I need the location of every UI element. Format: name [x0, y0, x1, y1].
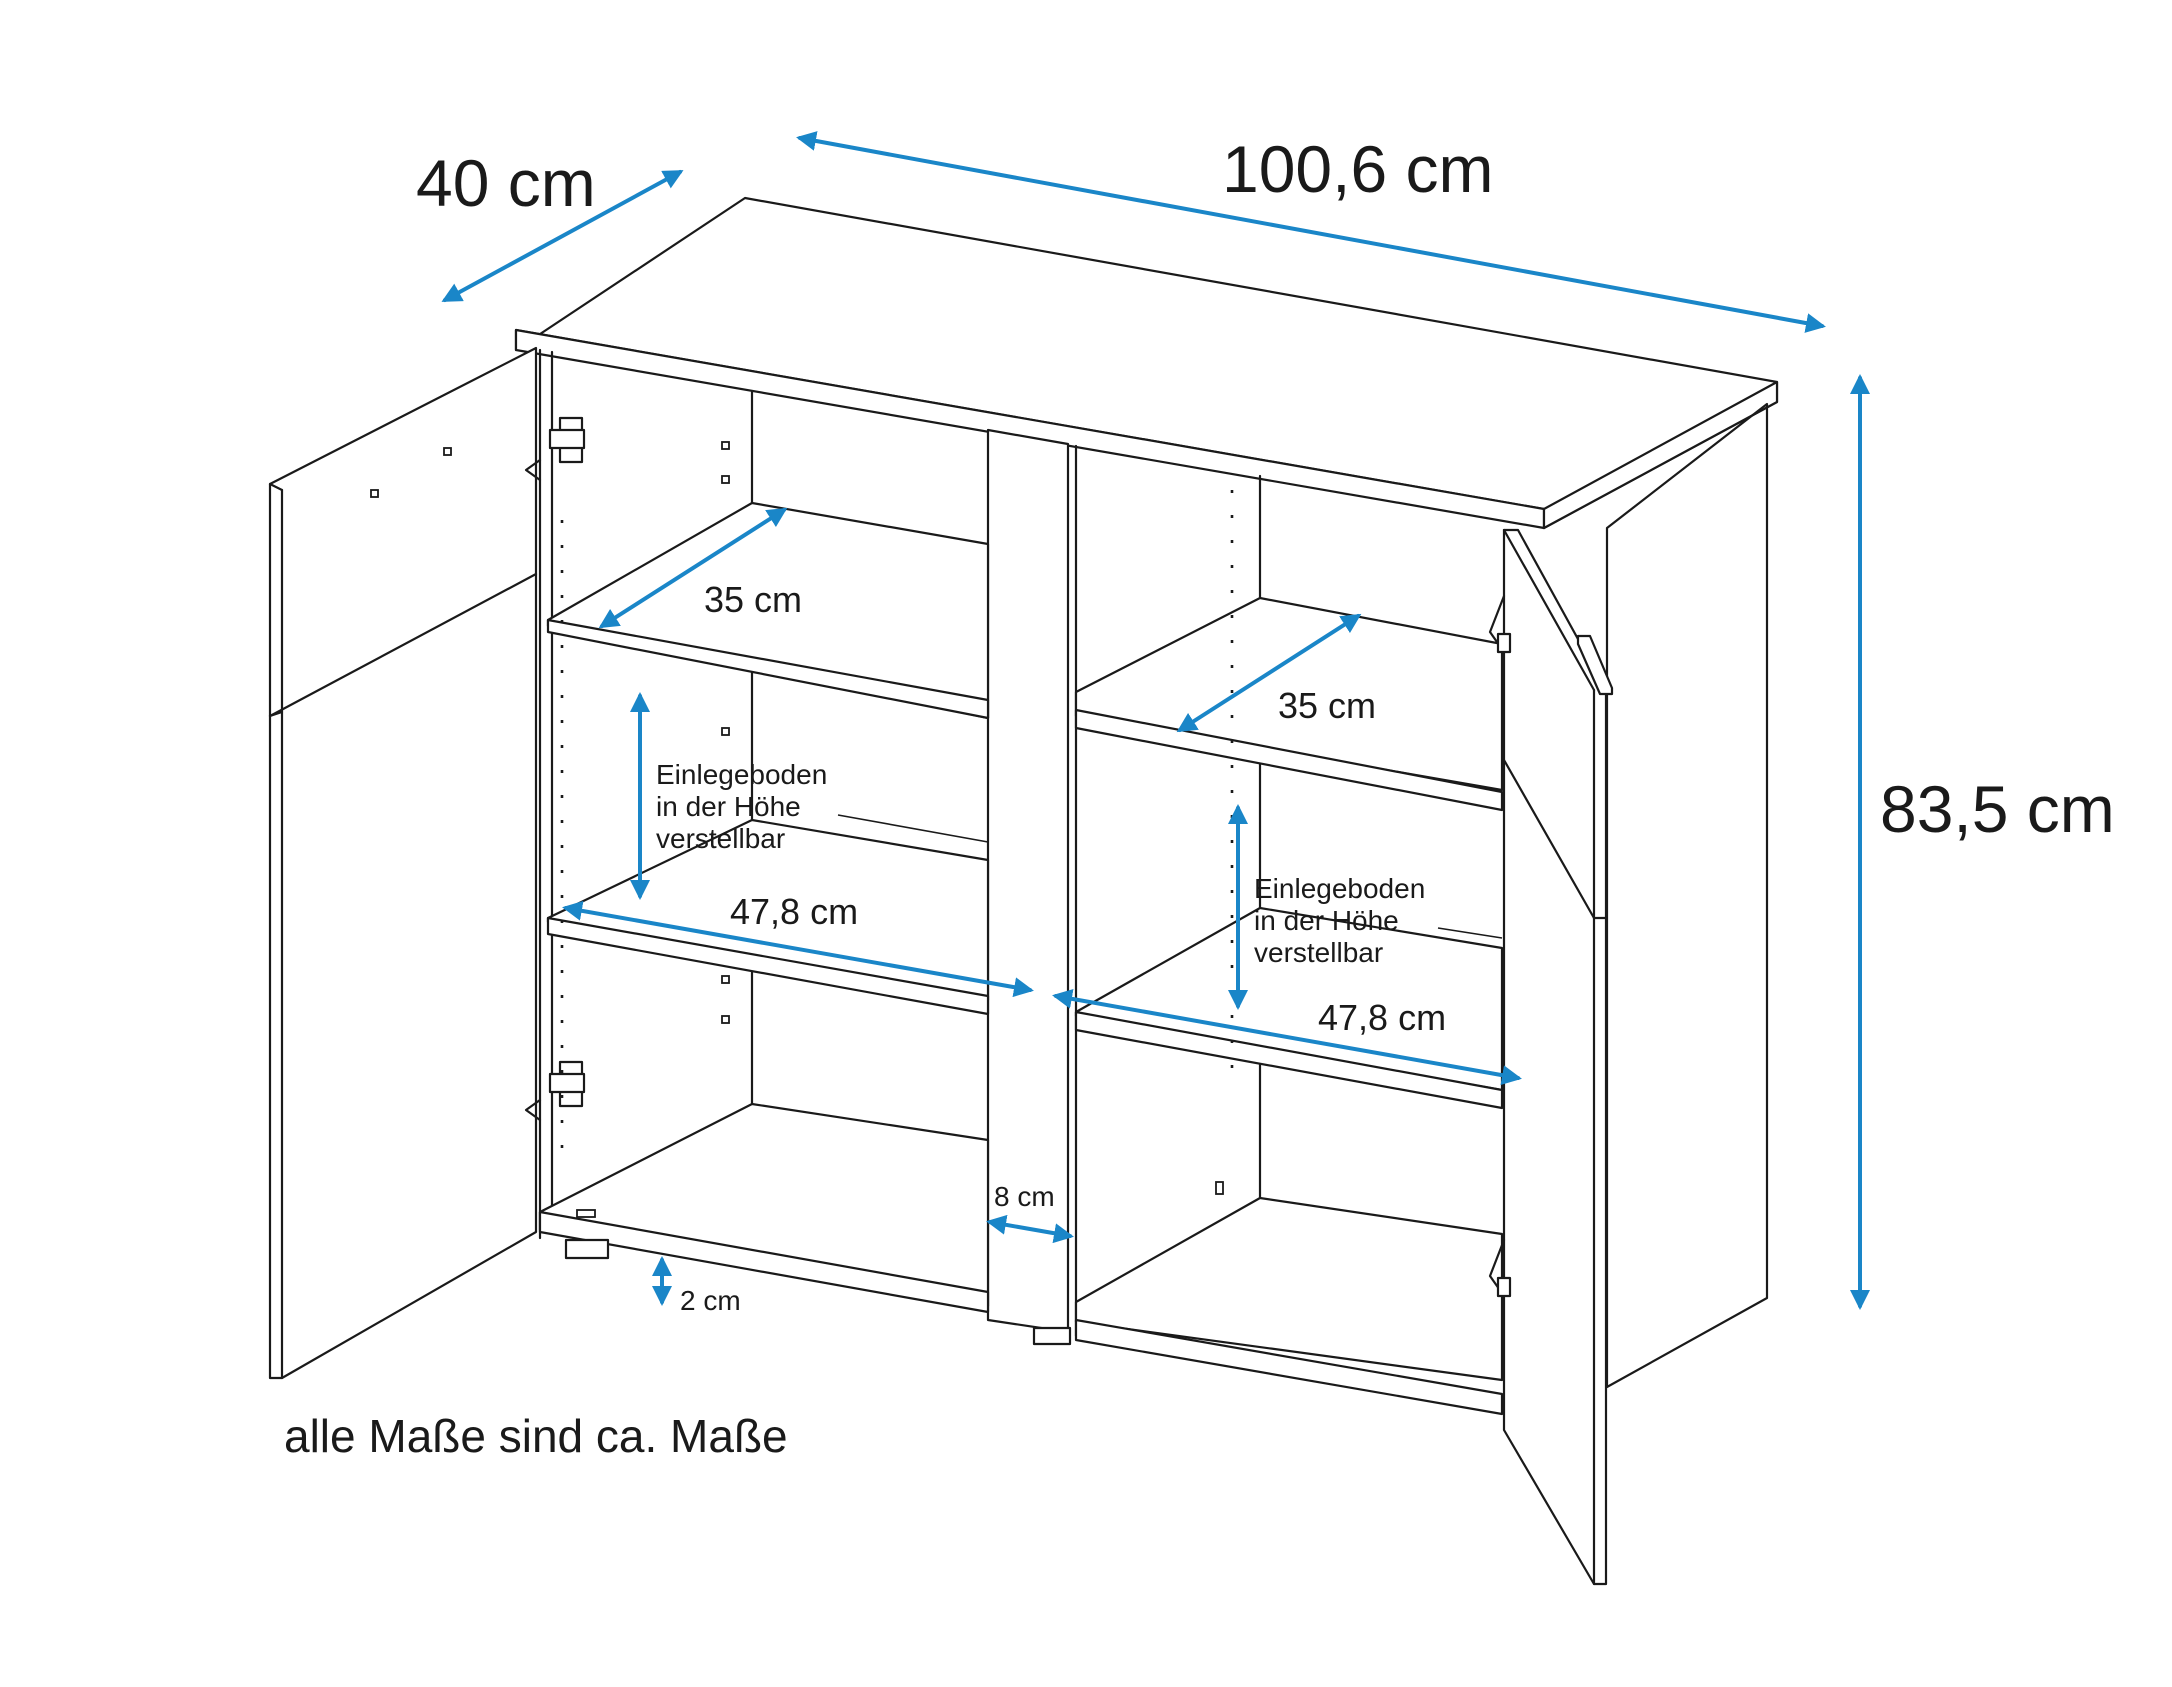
right-door — [1502, 528, 1608, 1586]
upper-shelf-right-edge — [1074, 708, 1504, 812]
note-leader-right — [1437, 927, 1503, 939]
width-label: 100,6 cm — [1222, 132, 1493, 206]
shelf-width-right-label: 47,8 cm — [1318, 997, 1446, 1038]
worktop-side-edge — [1542, 380, 1779, 530]
footer-note: alle Maße sind ca. Maße — [284, 1410, 788, 1462]
dim-shelf-depth-right-arrow — [1176, 613, 1362, 733]
bottom-panel-left — [538, 1102, 990, 1308]
right-door-handle — [1576, 634, 1614, 696]
hinge-icon — [524, 1060, 586, 1122]
upper-shelf-left-edge — [546, 618, 990, 720]
right-door-split — [1502, 758, 1596, 920]
labels: 40 cm 100,6 cm 83,5 cm 35 cm 35 cm 47,8 … — [284, 132, 2115, 1462]
left-door-edge-top — [268, 482, 284, 492]
divider-width-label: 8 cm — [994, 1181, 1055, 1212]
hinge-icon — [1488, 1238, 1512, 1298]
dimension-lines — [441, 131, 1870, 1310]
shelf-depth-left-label: 35 cm — [704, 579, 802, 620]
note-leader-left — [837, 814, 989, 843]
note-right-line2: in der Höhe — [1254, 905, 1399, 936]
note-left-line1: Einlegeboden — [656, 759, 827, 790]
right-door-edge-top — [1502, 528, 1596, 692]
shelf-depth-right-label: 35 cm — [1278, 685, 1376, 726]
right-side-panel — [1605, 402, 1769, 1389]
dim-divider-arrow — [986, 1214, 1074, 1244]
bottom-panel-right — [1074, 1196, 1504, 1382]
note-right-line1: Einlegeboden — [1254, 873, 1425, 904]
depth-label: 40 cm — [416, 146, 596, 220]
cabinet-outline — [268, 196, 1779, 1586]
bottom-panel-left-edge — [538, 1210, 990, 1314]
hinge-icon — [524, 416, 586, 482]
dim-depth-arrow — [441, 170, 684, 302]
shelf-width-left-label: 47,8 cm — [730, 891, 858, 932]
dim-shelf-width-left-arrow — [562, 900, 1034, 998]
hinge-icon — [1488, 594, 1512, 654]
note-left-line2: in der Höhe — [656, 791, 801, 822]
left-door-split-edge — [268, 710, 284, 718]
left-door-split — [268, 572, 538, 718]
bottom-panel-right-edge — [1074, 1318, 1504, 1416]
foot-height-label: 2 cm — [680, 1285, 741, 1316]
left-door — [268, 346, 538, 1380]
dim-shelf-width-right-arrow — [1052, 988, 1522, 1086]
foot-center — [1032, 1326, 1072, 1346]
dim-width-arrow — [796, 131, 1826, 333]
note-left-line3: verstellbar — [656, 823, 785, 854]
height-label: 83,5 cm — [1880, 772, 2115, 846]
foot-left — [564, 1238, 610, 1260]
note-right-line3: verstellbar — [1254, 937, 1383, 968]
dim-shelf-depth-left-arrow — [598, 507, 788, 629]
